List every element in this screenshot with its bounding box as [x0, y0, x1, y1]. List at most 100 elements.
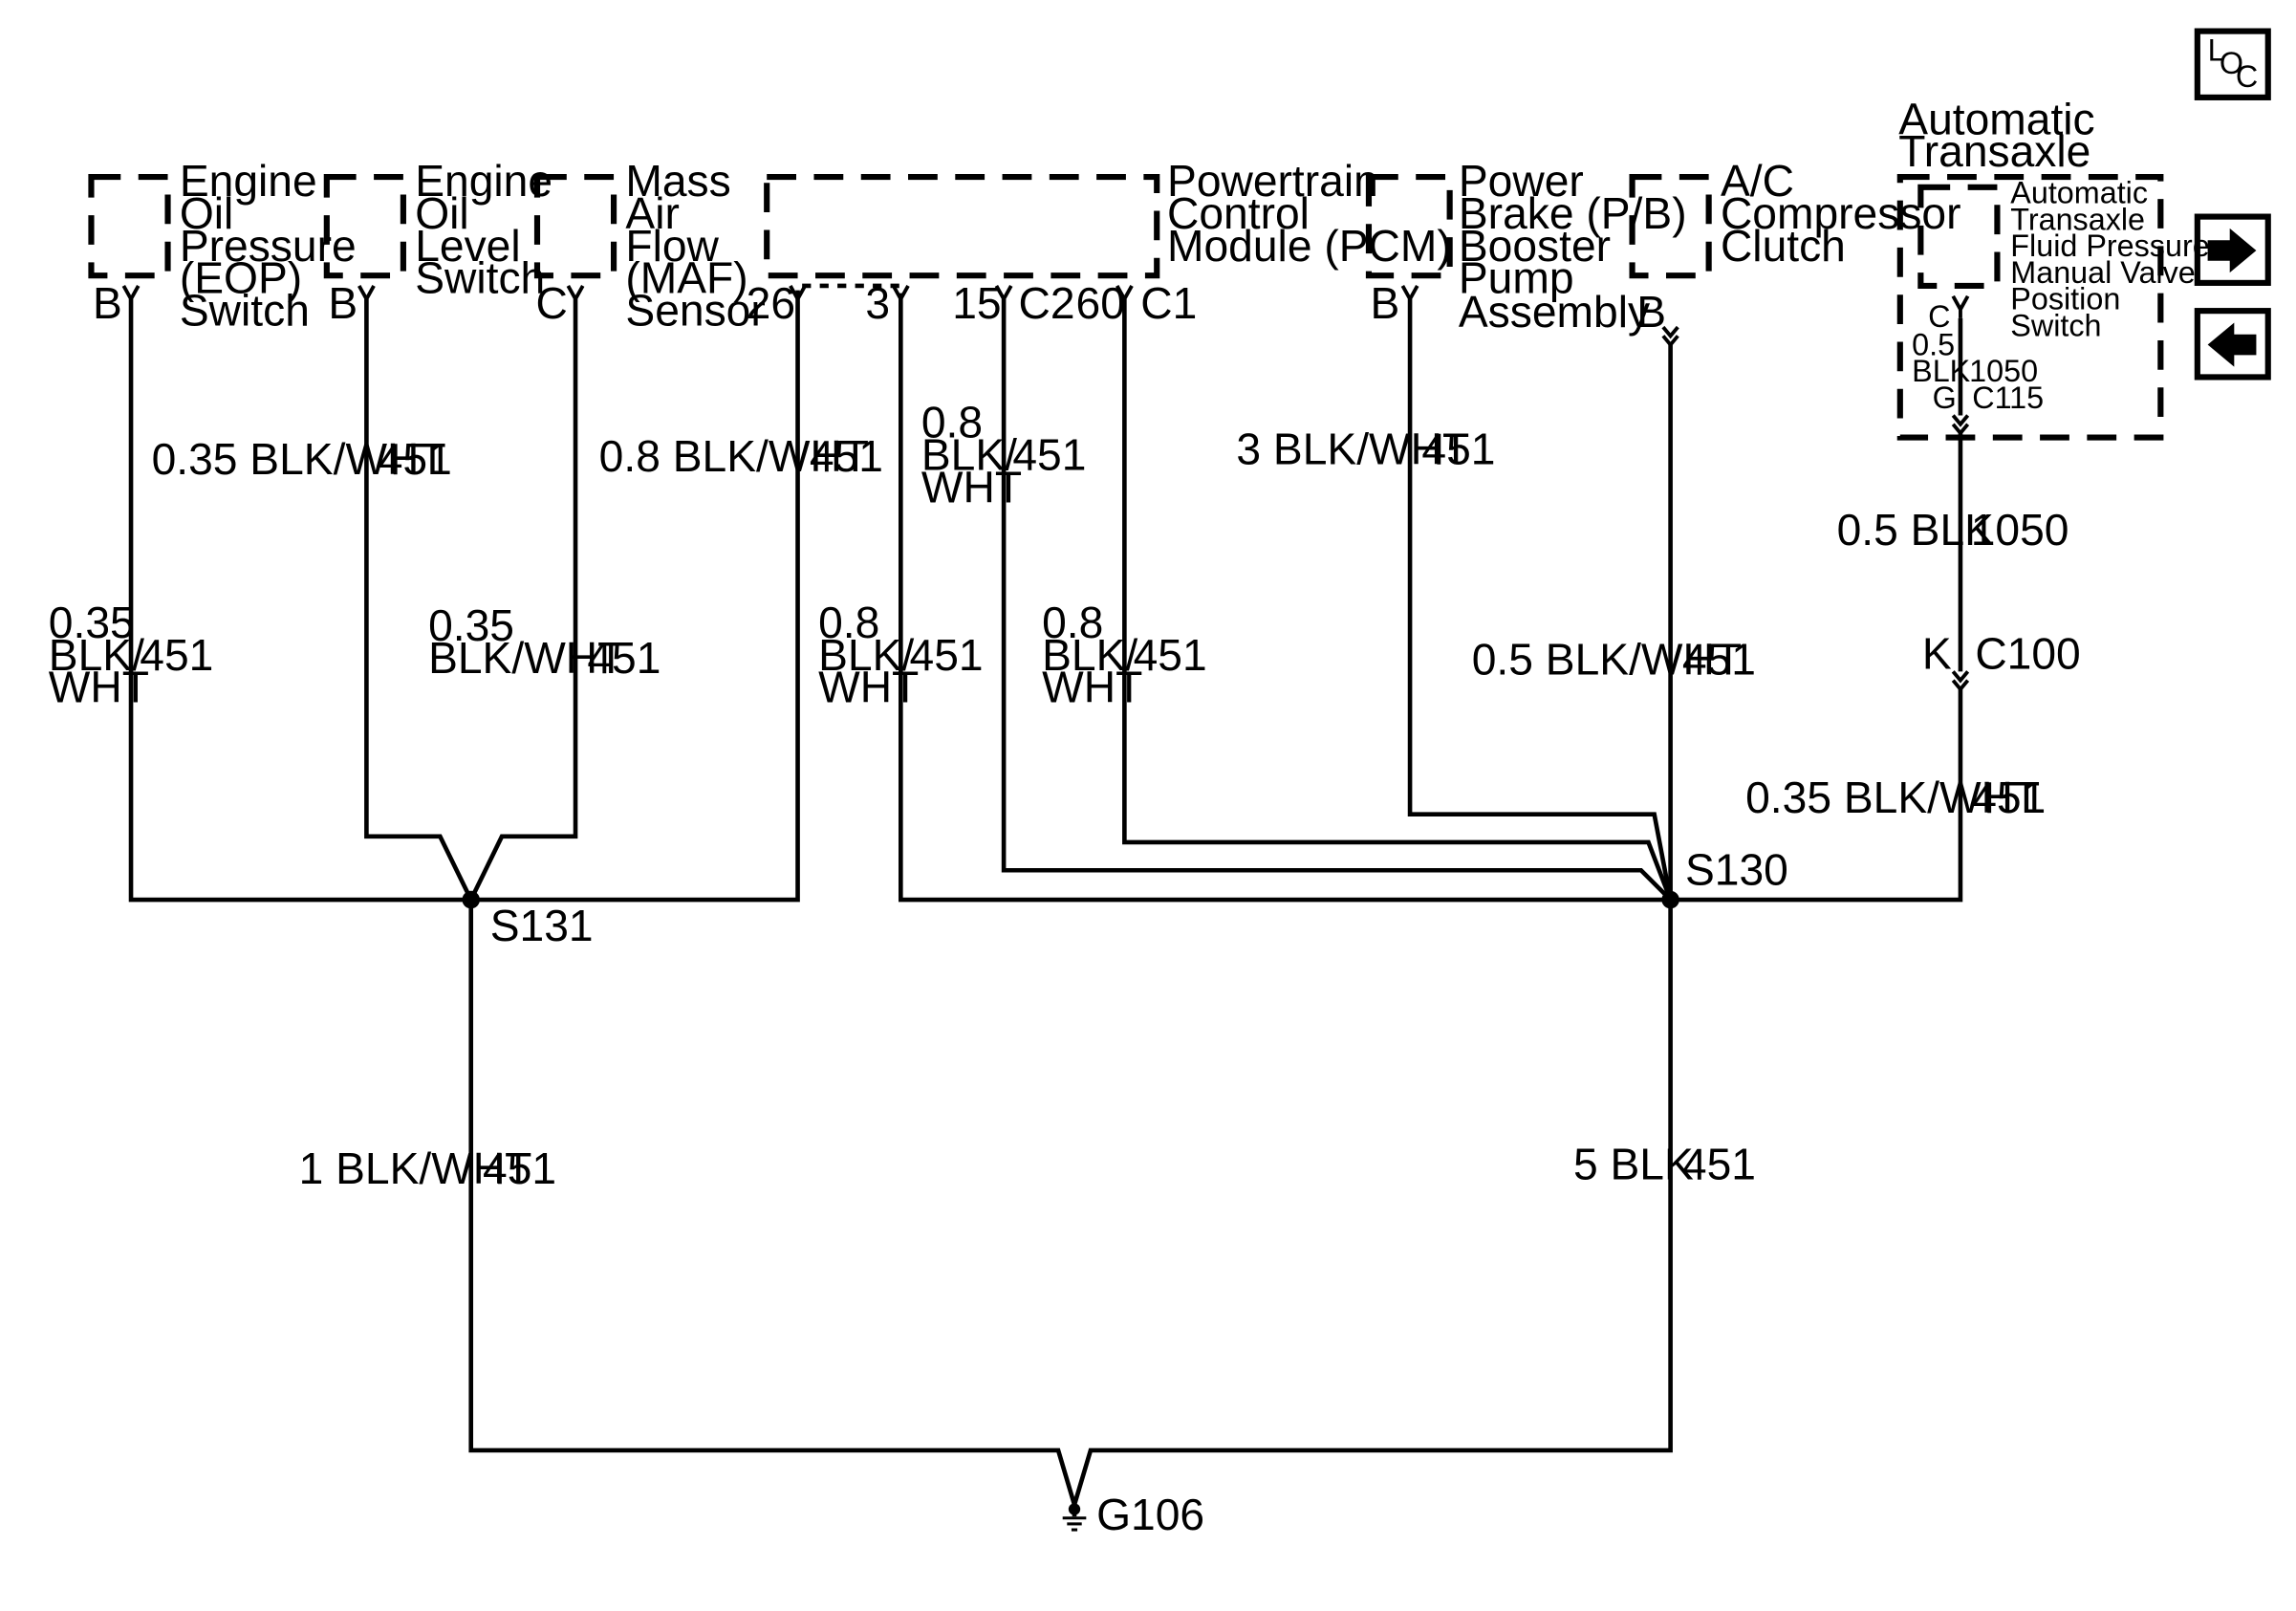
svg-text:Assembly: Assembly: [1459, 287, 1650, 337]
eop-switch-label: Engine Oil Pressure (EOP) Switch: [180, 156, 357, 335]
svg-text:O: O: [2220, 46, 2243, 80]
svg-text:451: 451: [910, 630, 984, 680]
loc-button[interactable]: L O C: [2194, 28, 2271, 100]
ground-label: G106: [1096, 1490, 1204, 1539]
svg-text:451: 451: [1421, 424, 1495, 473]
svg-text:WHT: WHT: [49, 663, 149, 712]
svg-text:3 BLK/WHT: 3 BLK/WHT: [1236, 424, 1469, 473]
svg-text:Powertrain: Powertrain: [1167, 156, 1378, 206]
svg-text:0.35 BLK/WHT: 0.35 BLK/WHT: [152, 434, 446, 484]
svg-text:Oil: Oil: [180, 188, 233, 238]
svg-text:451: 451: [810, 431, 883, 481]
svg-text:15: 15: [952, 278, 1001, 328]
svg-text:Engine: Engine: [180, 156, 317, 206]
svg-text:0.8: 0.8: [1042, 598, 1103, 647]
svg-text:Manual Valve: Manual Valve: [2010, 255, 2195, 290]
svg-text:Transaxle: Transaxle: [2010, 202, 2145, 236]
loc-button-icon: L O C: [2208, 33, 2259, 94]
svg-text:Air: Air: [625, 188, 679, 238]
svg-text:0.8: 0.8: [818, 598, 879, 647]
svg-text:C: C: [1928, 299, 1950, 334]
ac-clutch-label: A/C Compressor Clutch: [1721, 156, 1961, 271]
svg-text:451: 451: [1682, 1140, 1756, 1189]
svg-text:BLK/: BLK/: [49, 630, 144, 680]
svg-text:Control: Control: [1167, 188, 1310, 238]
svg-text:Compressor: Compressor: [1721, 188, 1961, 238]
svg-text:B: B: [328, 278, 357, 328]
svg-text:L: L: [2208, 33, 2225, 67]
svg-text:Clutch: Clutch: [1721, 221, 1846, 271]
svg-text:0.8: 0.8: [921, 398, 983, 447]
svg-text:Pressure: Pressure: [180, 221, 357, 271]
svg-text:WHT: WHT: [921, 462, 1022, 512]
eol-switch-label: Engine Oil Level Switch: [415, 156, 552, 303]
svg-text:Power: Power: [1459, 156, 1584, 206]
svg-text:Switch: Switch: [180, 286, 310, 336]
svg-text:Transaxle: Transaxle: [1898, 126, 2090, 176]
eop-switch-box: [88, 173, 171, 279]
c100-label: C100: [1975, 628, 2080, 678]
splice-s130-dot: [1661, 890, 1679, 909]
svg-text:Automatic: Automatic: [2010, 176, 2148, 210]
svg-text:0.35: 0.35: [49, 598, 135, 647]
pcm-box: [764, 173, 1160, 279]
svg-text:Level: Level: [415, 221, 520, 271]
svg-text:5 BLK: 5 BLK: [1573, 1140, 1694, 1189]
svg-text:BLK/: BLK/: [921, 429, 1017, 479]
svg-text:Switch: Switch: [415, 253, 545, 303]
pb-pump-box: [1365, 173, 1453, 279]
ac-clutch-box: [1629, 173, 1712, 279]
pb-pump-label: Power Brake (P/B) Booster Pump Assembly: [1459, 156, 1687, 337]
svg-text:C115: C115: [1972, 381, 2044, 415]
svg-text:C1: C1: [1140, 278, 1197, 328]
svg-text:1 BLK/WHT: 1 BLK/WHT: [299, 1143, 532, 1193]
trans-switch-label: Automatic Transaxle Fluid Pressure Manua…: [2010, 176, 2209, 343]
svg-text:1050: 1050: [1969, 354, 2038, 388]
svg-text:BLK/WHT: BLK/WHT: [428, 633, 624, 683]
svg-text:Flow: Flow: [625, 221, 719, 271]
svg-text:C: C: [535, 278, 567, 328]
trans-switch-box: [1917, 184, 2001, 290]
svg-text:C2: C2: [1019, 278, 1075, 328]
svg-text:451: 451: [140, 630, 213, 680]
svg-text:0.5 BLK: 0.5 BLK: [1837, 505, 1995, 555]
svg-text:0.8 BLK/WHT: 0.8 BLK/WHT: [599, 431, 869, 481]
svg-text:451: 451: [1134, 630, 1207, 680]
ground-icon: [1062, 1503, 1087, 1532]
c100-pin-label: K: [1922, 628, 1952, 678]
svg-text:Pump: Pump: [1459, 253, 1574, 303]
svg-text:26: 26: [747, 278, 795, 328]
splice-s130-label: S130: [1685, 845, 1788, 895]
svg-text:451: 451: [379, 434, 452, 484]
trans-internal-labels: C 0.5 BLK 1050 G C115: [1912, 299, 2044, 415]
arrow-right-icon: [2207, 228, 2257, 273]
eol-switch-box: [323, 173, 406, 279]
svg-text:451: 451: [1682, 634, 1756, 684]
svg-text:0.35 BLK/WHT: 0.35 BLK/WHT: [1745, 773, 2040, 822]
svg-text:Booster: Booster: [1459, 221, 1611, 271]
maf-sensor-box: [533, 173, 617, 279]
prev-page-button[interactable]: [2194, 308, 2271, 381]
svg-text:Automatic: Automatic: [1898, 94, 2094, 143]
arrow-left-icon: [2207, 322, 2257, 367]
svg-text:(EOP): (EOP): [180, 253, 302, 303]
svg-text:B: B: [1371, 278, 1400, 328]
svg-text:C: C: [2236, 59, 2258, 94]
wire-labels: 0.35 BLK/WHT 451 0.8 BLK/WHT 451 0.8 BLK…: [49, 398, 2069, 1194]
svg-text:BLK/: BLK/: [818, 630, 914, 680]
svg-text:A/C: A/C: [1721, 156, 1794, 206]
svg-text:451: 451: [1012, 429, 1086, 479]
next-page-button[interactable]: [2194, 213, 2271, 286]
svg-text:WHT: WHT: [818, 663, 919, 712]
svg-text:B: B: [1636, 287, 1666, 337]
svg-text:Brake (P/B): Brake (P/B): [1459, 188, 1687, 238]
svg-text:0.35: 0.35: [428, 600, 514, 650]
svg-text:Sensor: Sensor: [625, 286, 765, 336]
trans-title: Automatic Transaxle: [1898, 94, 2094, 176]
splice-s131-dot: [462, 890, 480, 909]
svg-text:Mass: Mass: [625, 156, 730, 206]
svg-text:Fluid Pressure: Fluid Pressure: [2010, 229, 2209, 263]
svg-text:0.5 BLK/WHT: 0.5 BLK/WHT: [1472, 634, 1742, 684]
svg-text:451: 451: [587, 633, 661, 683]
